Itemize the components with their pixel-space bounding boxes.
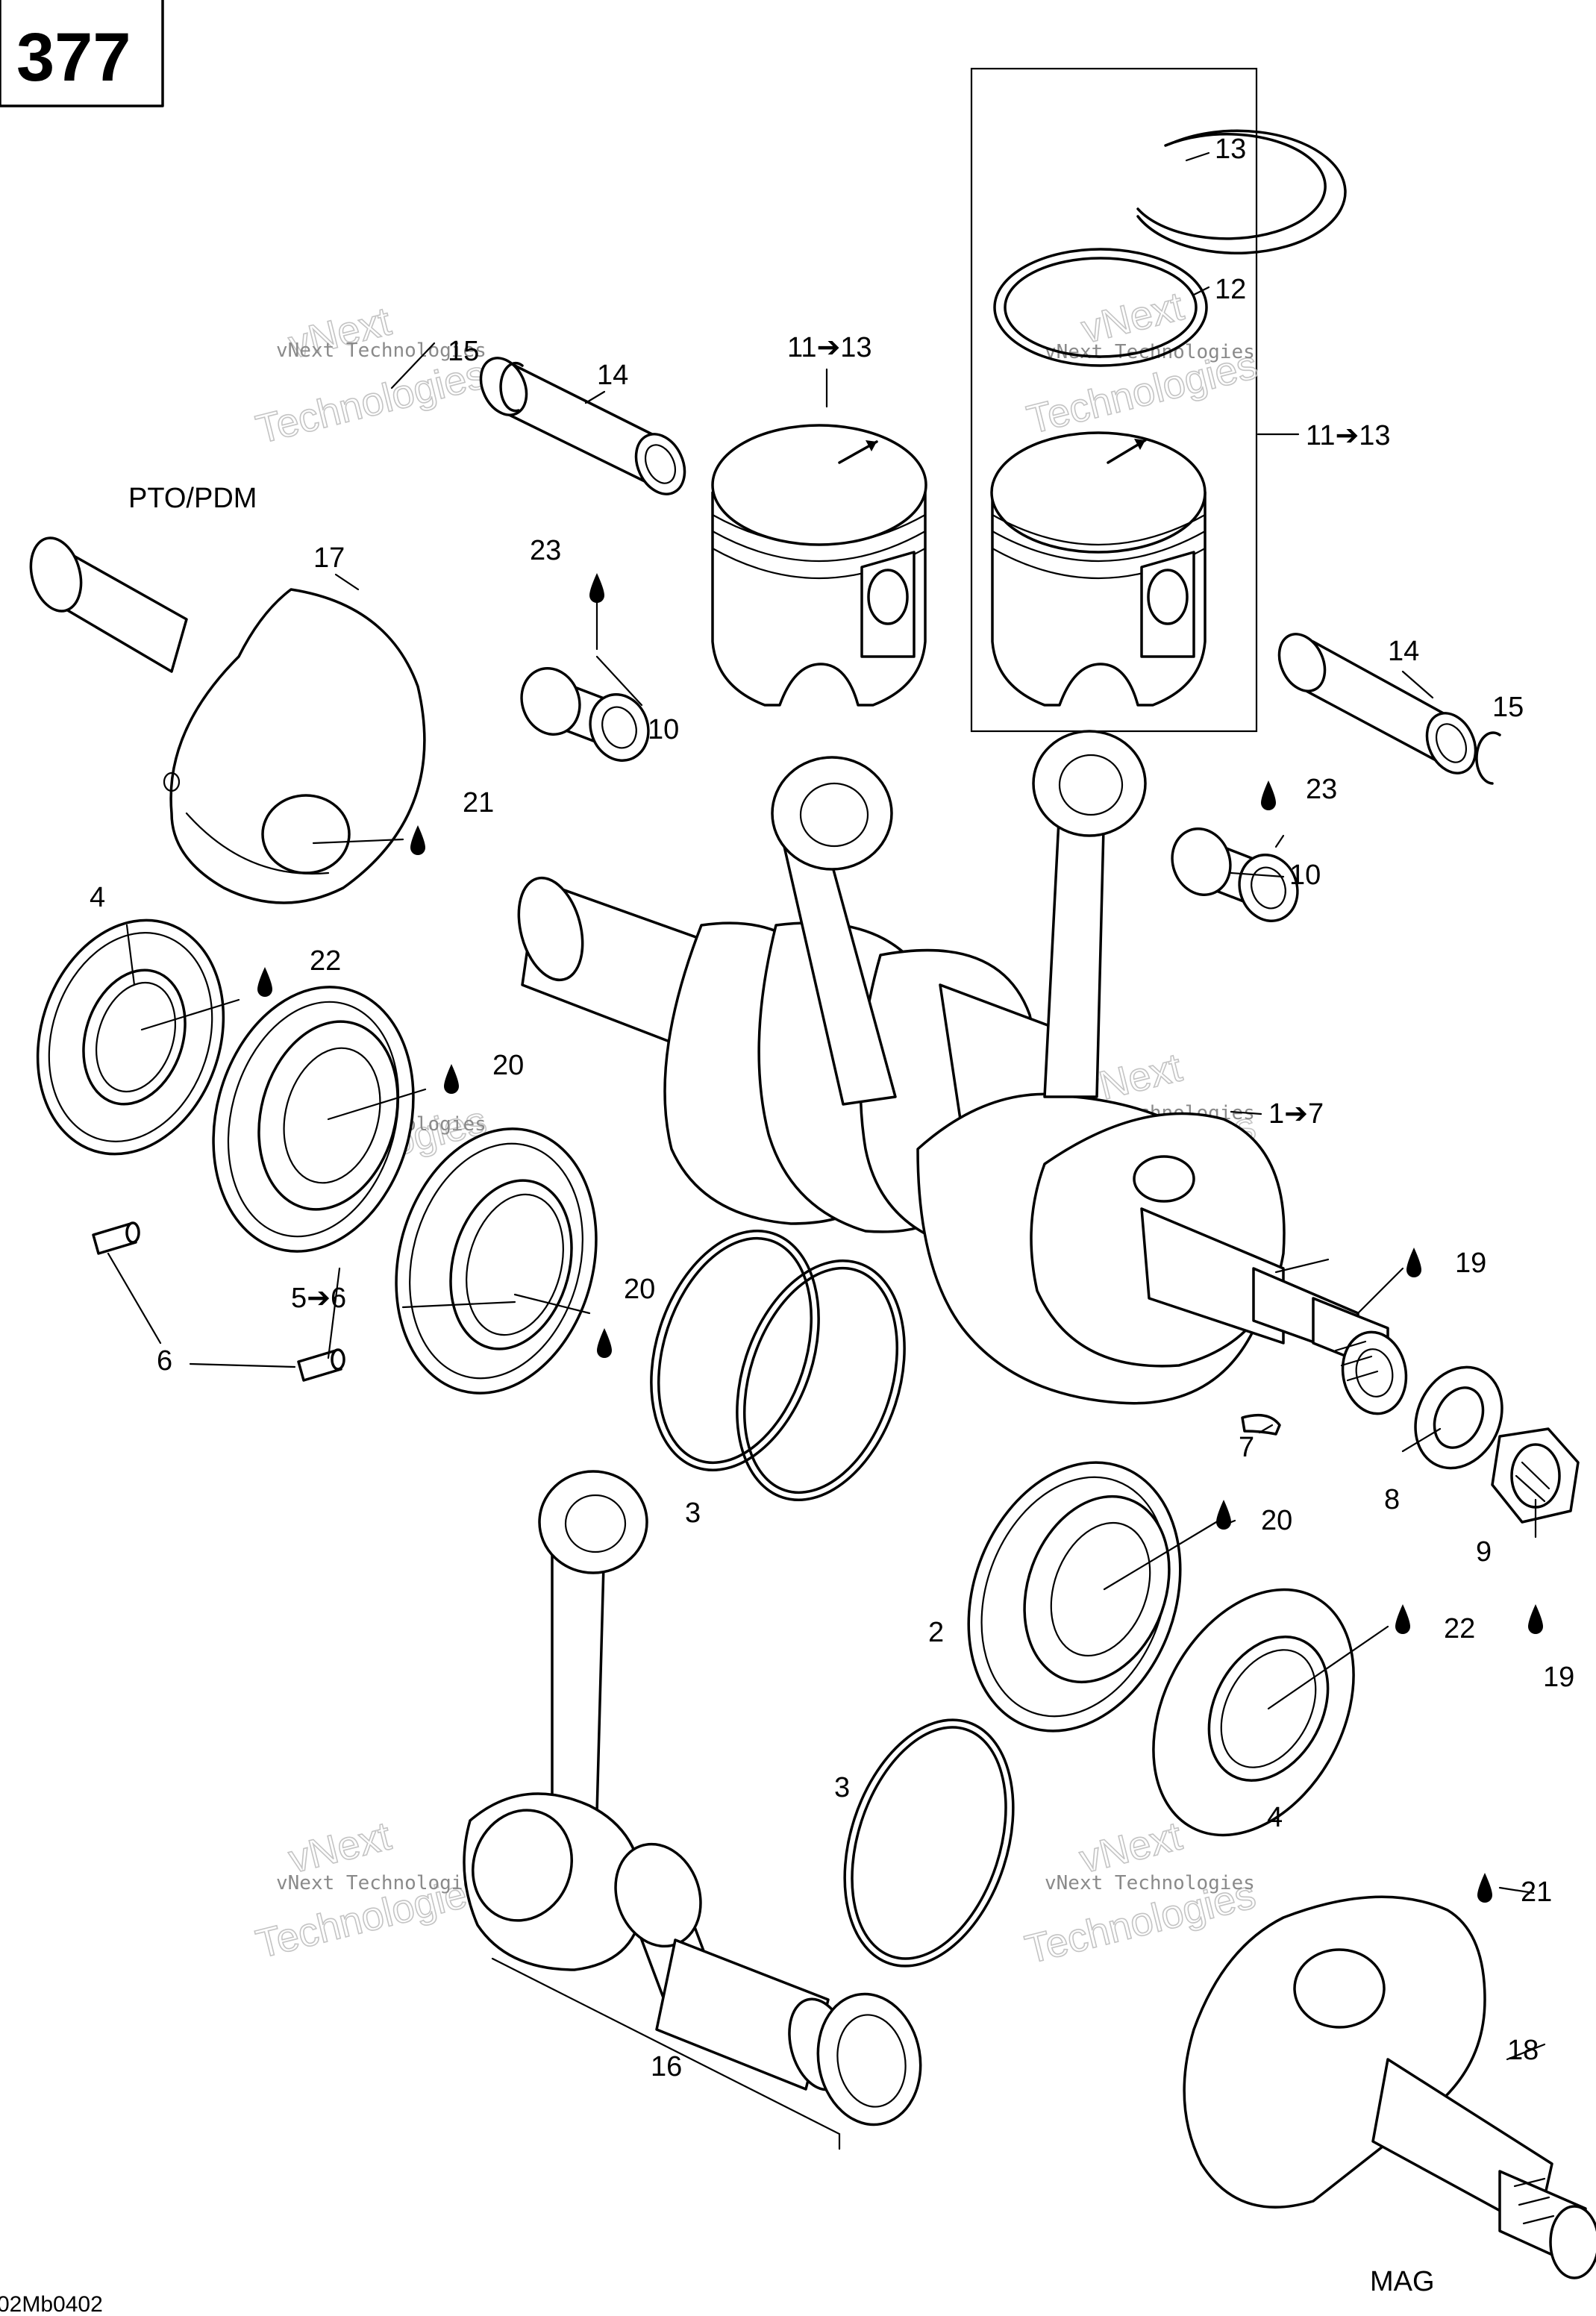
crank-half-pto bbox=[29, 536, 426, 904]
ball-bearing-left-a bbox=[212, 986, 415, 1253]
con-rod-upper-right bbox=[1032, 730, 1147, 1098]
oil-drop-icon bbox=[1477, 1873, 1492, 1903]
o-ring-b bbox=[736, 1259, 906, 1501]
callout-6: 6 bbox=[157, 1345, 172, 1377]
con-rod-lower bbox=[463, 1470, 922, 2150]
hex-nut bbox=[1491, 1427, 1580, 1524]
ball-bearing-right bbox=[967, 1461, 1182, 1733]
callout-1-7: 1➔7 bbox=[1268, 1098, 1324, 1130]
oil-drop-icon bbox=[1261, 780, 1276, 810]
callout-9: 9 bbox=[1476, 1536, 1492, 1568]
callout-7: 7 bbox=[1239, 1432, 1254, 1463]
svg-text:vNext Technologies: vNext Technologies bbox=[1045, 1872, 1255, 1894]
oil-drop-icon bbox=[1528, 1604, 1543, 1634]
side-label-mag: MAG bbox=[1370, 2266, 1435, 2297]
piston-ring-top bbox=[1136, 129, 1347, 255]
callout-3-lower: 3 bbox=[834, 1772, 850, 1803]
callout-10-right: 10 bbox=[1289, 860, 1321, 891]
callout-4-left: 4 bbox=[90, 882, 105, 913]
piston-pin-right bbox=[1277, 633, 1501, 785]
callout-13: 13 bbox=[1215, 134, 1246, 165]
oil-drop-icon bbox=[589, 573, 604, 603]
callout-22-left: 22 bbox=[310, 945, 341, 977]
callout-14-right: 14 bbox=[1388, 636, 1419, 667]
dowel-pin-a bbox=[92, 1221, 140, 1255]
con-rod-upper-left bbox=[771, 756, 897, 1106]
callout-14-top: 14 bbox=[597, 360, 628, 391]
svg-text:vNext Technologies: vNext Technologies bbox=[276, 1872, 486, 1894]
callout-18: 18 bbox=[1507, 2035, 1539, 2066]
oil-drop-icon bbox=[1216, 1500, 1231, 1530]
callout-19-bottom: 19 bbox=[1543, 1662, 1574, 1693]
callout-19-top: 19 bbox=[1455, 1248, 1486, 1279]
callout-15-right: 15 bbox=[1492, 692, 1524, 723]
oil-drop-icon bbox=[1395, 1604, 1410, 1634]
callout-23-left: 23 bbox=[530, 535, 561, 566]
piston-pin-top bbox=[479, 357, 686, 495]
callout-21-bottom: 21 bbox=[1521, 1877, 1552, 1908]
callout-22-right: 22 bbox=[1444, 1613, 1475, 1644]
callout-11-13-top: 11➔13 bbox=[787, 332, 872, 363]
oil-seal-left bbox=[36, 918, 225, 1156]
piston-left bbox=[711, 368, 927, 707]
oil-drop-icon bbox=[1406, 1248, 1421, 1277]
o-ring-a bbox=[650, 1230, 820, 1471]
callout-4-right: 4 bbox=[1267, 1802, 1283, 1833]
side-label-pto: PTO/PDM bbox=[128, 483, 257, 514]
callout-15-top: 15 bbox=[448, 336, 479, 367]
callout-10-left: 10 bbox=[648, 714, 679, 745]
oil-drop-icon bbox=[444, 1064, 459, 1094]
callout-17: 17 bbox=[313, 542, 345, 574]
crankshaft-assembly bbox=[517, 876, 1408, 1415]
ball-bearing-left-b bbox=[395, 1127, 598, 1395]
callout-2: 2 bbox=[928, 1617, 944, 1648]
oil-drop-icon bbox=[257, 967, 272, 997]
needle-bearing-right bbox=[1171, 827, 1299, 922]
callout-16: 16 bbox=[651, 2051, 682, 2082]
callout-20-left-b: 20 bbox=[624, 1274, 655, 1305]
page-number: 377 bbox=[16, 19, 131, 96]
piston-ring-second bbox=[993, 248, 1208, 367]
leader-lines bbox=[107, 151, 1546, 2061]
oil-drop-icon bbox=[597, 1328, 612, 1358]
piston-kit-frame bbox=[970, 67, 1258, 733]
drawing-code: 02Mb0402 bbox=[0, 2292, 103, 2316]
oil-drop-icon bbox=[410, 825, 425, 855]
callout-20-right: 20 bbox=[1261, 1505, 1292, 1536]
callout-20-left-a: 20 bbox=[492, 1050, 524, 1081]
woodruff-key bbox=[1241, 1413, 1281, 1436]
callout-12: 12 bbox=[1215, 274, 1246, 305]
callout-3-mid: 3 bbox=[685, 1497, 701, 1529]
callout-21-top: 21 bbox=[463, 787, 494, 819]
page-number-box: 377 bbox=[0, 0, 164, 107]
callout-23-right: 23 bbox=[1306, 774, 1337, 805]
lock-washer bbox=[1414, 1365, 1503, 1470]
needle-bearing-left bbox=[520, 667, 650, 762]
piston-right bbox=[990, 431, 1207, 707]
o-ring-lower bbox=[843, 1718, 1015, 1968]
callout-labels: 13 12 11➔13 11➔13 15 14 17 23 10 21 14 1… bbox=[0, 134, 1574, 2316]
callout-11-13-kit: 11➔13 bbox=[1306, 420, 1391, 451]
svg-text:vNext Technologies: vNext Technologies bbox=[276, 339, 486, 362]
crank-half-mag bbox=[1183, 1895, 1596, 2279]
oil-drop-markers bbox=[257, 573, 1543, 1903]
dowel-pin-b bbox=[297, 1348, 345, 1382]
callout-8: 8 bbox=[1384, 1484, 1400, 1515]
callout-5-6: 5➔6 bbox=[291, 1283, 346, 1314]
